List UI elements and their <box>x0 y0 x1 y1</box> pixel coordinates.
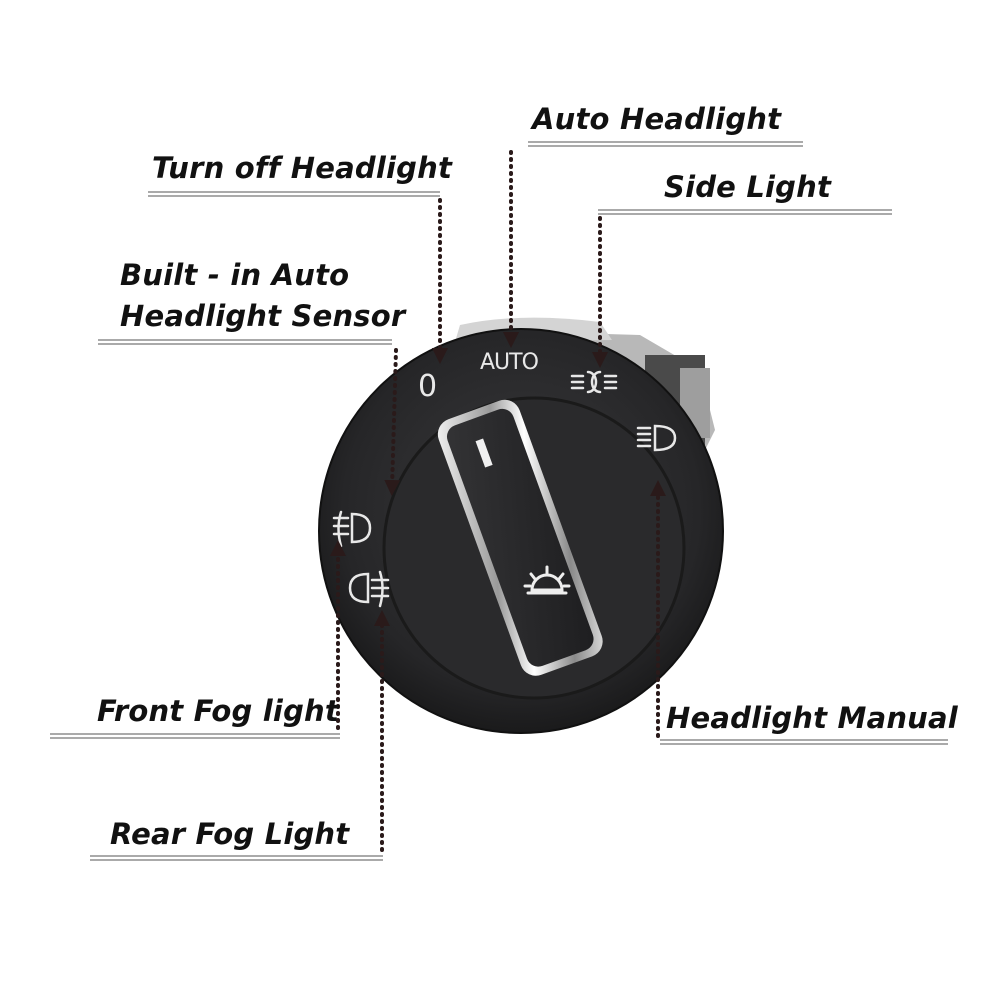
label-builtin-sensor-line1: Built - in Auto <box>120 258 350 292</box>
rear-fog-icon <box>348 570 390 608</box>
position-auto-label: AUTO <box>480 350 539 375</box>
label-headlight-manual: Headlight Manual <box>666 701 958 735</box>
side-light-icon <box>570 370 618 394</box>
label-auto-headlight: Auto Headlight <box>532 102 782 136</box>
position-off-label: 0 <box>418 369 437 404</box>
label-turn-off-headlight: Turn off Headlight <box>152 151 453 185</box>
low-beam-icon <box>523 565 571 595</box>
label-side-light: Side Light <box>664 170 832 204</box>
label-front-fog-light: Front Fog light <box>97 694 339 728</box>
label-builtin-sensor-line2: Headlight Sensor <box>120 299 406 333</box>
label-underlines <box>50 141 948 861</box>
leader-lines <box>330 150 666 852</box>
rotary-knob[interactable] <box>433 395 607 680</box>
knob-indicator-mark <box>475 438 493 468</box>
label-rear-fog-light: Rear Fog Light <box>110 817 350 851</box>
headlight-icon <box>636 424 677 452</box>
leader-builtin-sensor <box>384 348 401 496</box>
